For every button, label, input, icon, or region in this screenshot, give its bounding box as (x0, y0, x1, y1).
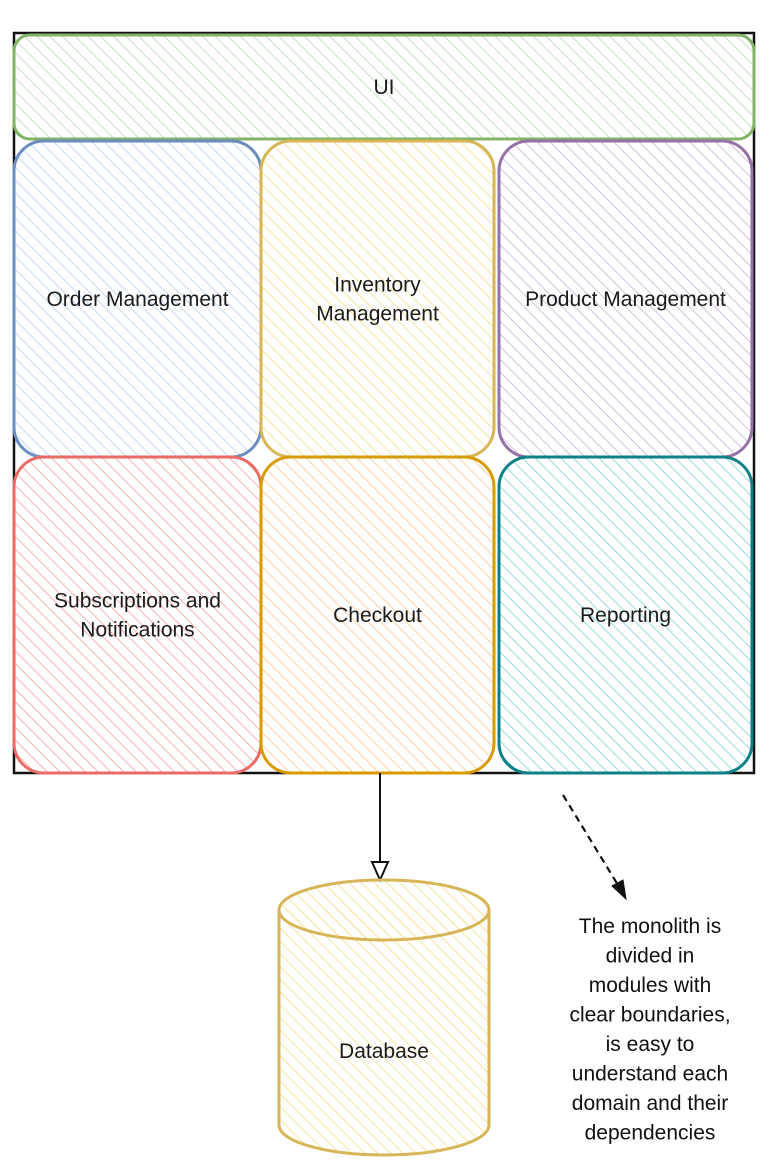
module-label: Subscriptions and (54, 590, 221, 613)
arrow-to-database (370, 773, 390, 883)
module-label: Product Management (525, 288, 726, 311)
note-line: dependencies (585, 1122, 716, 1145)
dashed-arrow-to-note (562, 794, 627, 901)
note-line: understand each (572, 1063, 728, 1086)
module-label: Checkout (333, 604, 422, 627)
note-line: clear boundaries, (569, 1004, 730, 1027)
note-line: modules with (589, 974, 712, 997)
module-label: Notifications (80, 619, 194, 642)
database-label: Database (339, 1040, 429, 1063)
module-label: Reporting (580, 604, 671, 627)
note-line: domain and their (572, 1092, 728, 1115)
module-label: Order Management (46, 288, 228, 311)
note-line: is easy to (606, 1033, 695, 1056)
module-ui: UI (12, 33, 756, 141)
note-line: The monolith is (579, 915, 721, 938)
note-line: divided in (606, 945, 695, 968)
module-order-management: Order Management (12, 139, 263, 459)
module-label: Inventory (334, 274, 421, 297)
note-text: The monolith is divided in modules with cle… (569, 915, 730, 1145)
database-cylinder: Database (277, 878, 491, 1157)
module-checkout: Checkout (259, 455, 496, 775)
module-label: Management (316, 303, 439, 326)
module-label: UI (374, 76, 395, 99)
module-product-management: Product Management (497, 139, 754, 459)
module-reporting: Reporting (497, 455, 754, 775)
